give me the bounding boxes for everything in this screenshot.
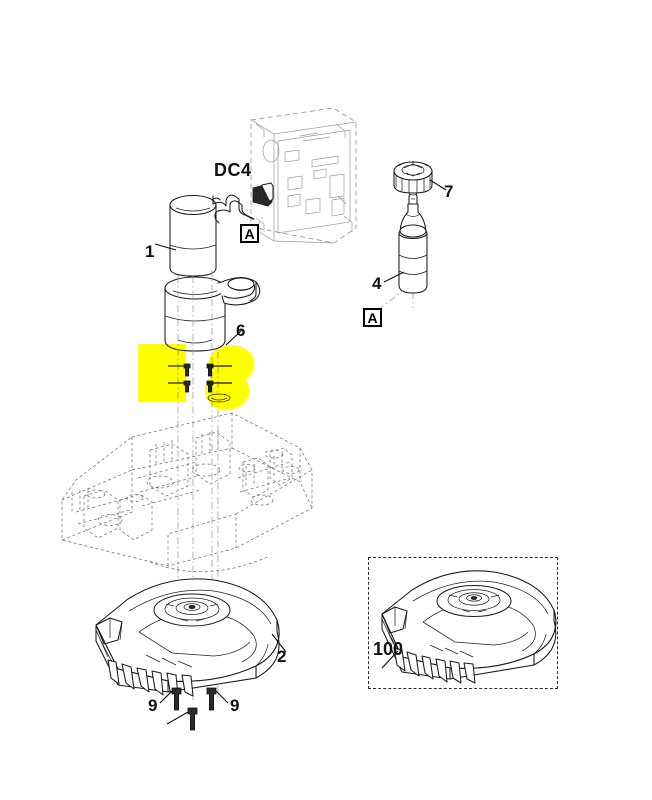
connector-dc4-plug — [252, 182, 274, 207]
callout-a-right-text: A — [367, 309, 378, 326]
label-part-6: 6 — [236, 321, 246, 340]
ghost-circuit-board — [250, 107, 357, 244]
cable-harness — [212, 194, 255, 224]
label-part-9-right: 9 — [230, 696, 240, 715]
cap-knurl — [395, 175, 431, 193]
inset-dashed-border — [368, 557, 558, 689]
highlight-left — [138, 344, 186, 402]
disc-hub — [153, 593, 231, 627]
inset-disc-teeth — [393, 647, 476, 684]
label-part-2: 2 — [277, 647, 287, 666]
highlight-right-lower — [205, 370, 249, 410]
part-filter-cartridge — [398, 190, 428, 294]
inset-disc-hub — [436, 584, 512, 618]
label-part-100: 100 — [373, 639, 404, 659]
ghost-chassis-frame — [61, 412, 313, 573]
part-knurled-cap — [393, 161, 433, 194]
inset-cutting-disc-assembly — [381, 570, 557, 684]
callout-a-right: A — [363, 308, 382, 327]
part-motor-housing — [164, 276, 261, 352]
part-screws — [159, 687, 229, 731]
leader-lines — [154, 179, 447, 653]
label-part-7: 7 — [444, 182, 454, 201]
callout-a-top: A — [240, 224, 259, 243]
label-part-1: 1 — [145, 242, 155, 261]
label-part-9-left: 9 — [148, 696, 158, 715]
part-cutting-disc — [95, 578, 280, 697]
callout-a-top-text: A — [244, 225, 255, 242]
label-connector-dc4: DC4 — [214, 160, 252, 180]
label-part-4: 4 — [372, 274, 382, 293]
